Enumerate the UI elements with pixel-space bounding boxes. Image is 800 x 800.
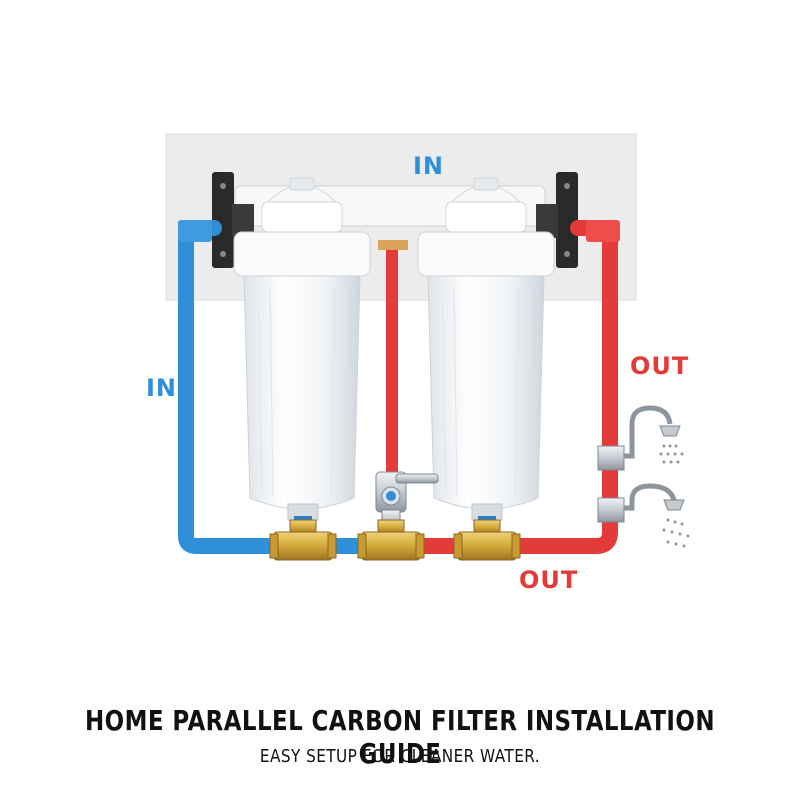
guide-subtitle: EASY SETUP FOR CLEANER WATER.: [259, 746, 541, 767]
label-out-bottom: OUT: [519, 566, 578, 594]
shower-faucet-icon: [597, 483, 690, 548]
right-filter-housing: [417, 177, 555, 522]
brass-tee-center: [357, 519, 425, 561]
brass-tee-left: [269, 519, 337, 561]
guide-title: HOME PARALLEL CARBON FILTER INSTALLATION…: [85, 704, 715, 770]
brass-tee-right: [453, 519, 521, 561]
left-bracket: [212, 172, 254, 268]
label-in-left: IN: [146, 374, 177, 402]
right-bracket: [536, 172, 578, 268]
inlet-pipe-connector: [178, 220, 212, 242]
label-out-right: OUT: [630, 352, 689, 380]
label-in-top: IN: [413, 152, 444, 180]
top-fitting: [378, 240, 408, 250]
outlet-pipe-connector: [586, 220, 620, 242]
left-filter-housing: [233, 177, 371, 522]
shower-faucet-icon: [597, 405, 684, 471]
